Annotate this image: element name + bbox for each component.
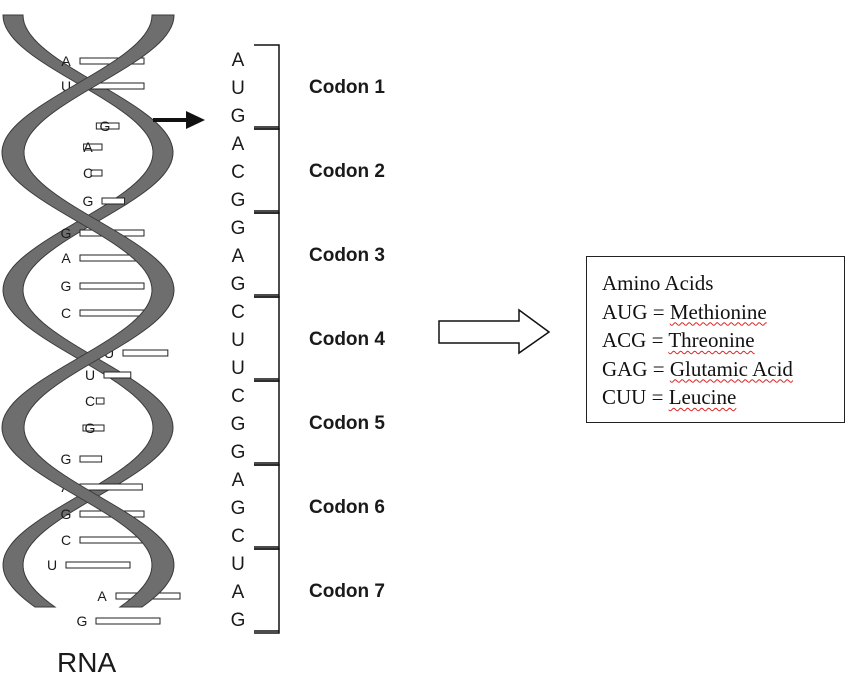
sequence-base: C xyxy=(231,302,245,323)
arrow-right-icon xyxy=(153,111,205,129)
sequence-base: G xyxy=(231,414,246,435)
helix-base-label: C xyxy=(61,305,71,321)
base-rung xyxy=(95,397,105,405)
helix-front-strand xyxy=(1,14,175,608)
sequence-base: U xyxy=(231,358,245,379)
helix-base-label: C xyxy=(85,393,95,409)
base-rung xyxy=(79,309,145,317)
codon-bracket xyxy=(254,548,280,634)
amino-acids-title: Amino Acids xyxy=(602,271,714,295)
sequence-base: A xyxy=(232,582,245,603)
amino-acid-entry: ACG = Threonine xyxy=(602,326,844,355)
codon-bracket xyxy=(254,212,280,298)
amino-acid-entry: CUU = Leucine xyxy=(602,383,844,412)
amino-acid-name: Leucine xyxy=(668,385,737,409)
helix-base-label: G xyxy=(61,451,72,467)
base-rung xyxy=(103,371,132,379)
rna-label: RNA xyxy=(57,647,116,678)
sequence-base: G xyxy=(231,106,246,127)
base-rung xyxy=(122,349,169,357)
codon-label: Codon 3 xyxy=(309,245,385,266)
sequence-base: G xyxy=(231,274,246,295)
helix-base-label: A xyxy=(97,588,107,604)
sequence-base: G xyxy=(231,442,246,463)
base-rung xyxy=(79,483,143,491)
sequence-base: C xyxy=(231,386,245,407)
base-rung xyxy=(79,455,103,463)
base-rung xyxy=(101,197,126,205)
helix-base-label: U xyxy=(85,367,95,383)
codon-label: Codon 7 xyxy=(309,581,385,602)
sequence-base: C xyxy=(231,162,245,183)
helix-base-label: C xyxy=(83,165,93,181)
base-rung xyxy=(65,561,131,569)
helix-base-label: G xyxy=(77,613,88,629)
sequence-base: A xyxy=(232,470,245,491)
codon-bracket xyxy=(254,128,280,214)
codon-brackets xyxy=(254,44,280,634)
codon-code: GAG = xyxy=(602,356,670,381)
base-rung xyxy=(95,122,120,130)
helix-base-label: G xyxy=(61,225,72,241)
helix-base-label: G xyxy=(61,506,72,522)
amino-acid-name: Methionine xyxy=(669,299,767,324)
helix-base-label: A xyxy=(61,250,71,266)
helix-base-label: A xyxy=(83,139,93,155)
amino-acid-entry: GAG = Glutamic Acid xyxy=(602,355,844,384)
outline-arrow-icon xyxy=(438,308,551,355)
sequence-base: A xyxy=(232,50,245,71)
codon-code: ACG = xyxy=(602,328,669,352)
base-rung xyxy=(95,617,161,625)
sequence-base: A xyxy=(232,246,245,267)
helix-back-strand xyxy=(2,14,174,608)
amino-acid-name: Glutamic Acid xyxy=(669,356,793,381)
helix-base-label: G xyxy=(100,118,111,134)
codon-bracket xyxy=(254,464,280,550)
base-rung xyxy=(83,143,103,151)
amino-acid-name: Threonine xyxy=(668,328,755,352)
helix-base-label: A xyxy=(61,53,71,69)
sequence-base: U xyxy=(231,78,245,99)
helix-base-label: U xyxy=(47,557,57,573)
sequence-base: C xyxy=(231,526,245,547)
amino-acid-entry: AUG = Methionine xyxy=(602,298,844,327)
helix-base-label: U xyxy=(61,78,71,94)
codon-code: CUU = xyxy=(602,385,669,409)
codon-code: AUG = xyxy=(602,299,670,324)
codon-bracket xyxy=(254,44,280,130)
helix-base-label: C xyxy=(61,532,71,548)
codon-bracket xyxy=(254,296,280,382)
codon-label: Codon 6 xyxy=(309,497,385,518)
sequence-base: G xyxy=(231,218,246,239)
codon-label: Codon 4 xyxy=(309,329,385,350)
helix-base-label: G xyxy=(85,420,96,436)
sequence-base: G xyxy=(231,190,246,211)
codon-label: Codon 2 xyxy=(309,161,385,182)
helix-base-label: G xyxy=(83,193,94,209)
sequence-base: A xyxy=(232,134,245,155)
sequence-base: G xyxy=(231,498,246,519)
sequence-base: U xyxy=(231,554,245,575)
base-rung xyxy=(82,424,105,432)
base-rung xyxy=(90,169,103,177)
helix-base-label: G xyxy=(61,278,72,294)
codon-labels: Codon 1 Codon 2 Codon 3 Codon 4 Codon 5 Codon… xyxy=(309,77,385,602)
codon-label: Codon 1 xyxy=(309,77,385,98)
sequence-base: U xyxy=(231,330,245,351)
rna-helix xyxy=(2,14,174,608)
codon-bracket xyxy=(254,380,280,466)
base-rung xyxy=(79,536,145,544)
base-rung xyxy=(79,282,145,290)
sequence-base: G xyxy=(231,610,246,631)
codon-label: Codon 5 xyxy=(309,413,385,434)
